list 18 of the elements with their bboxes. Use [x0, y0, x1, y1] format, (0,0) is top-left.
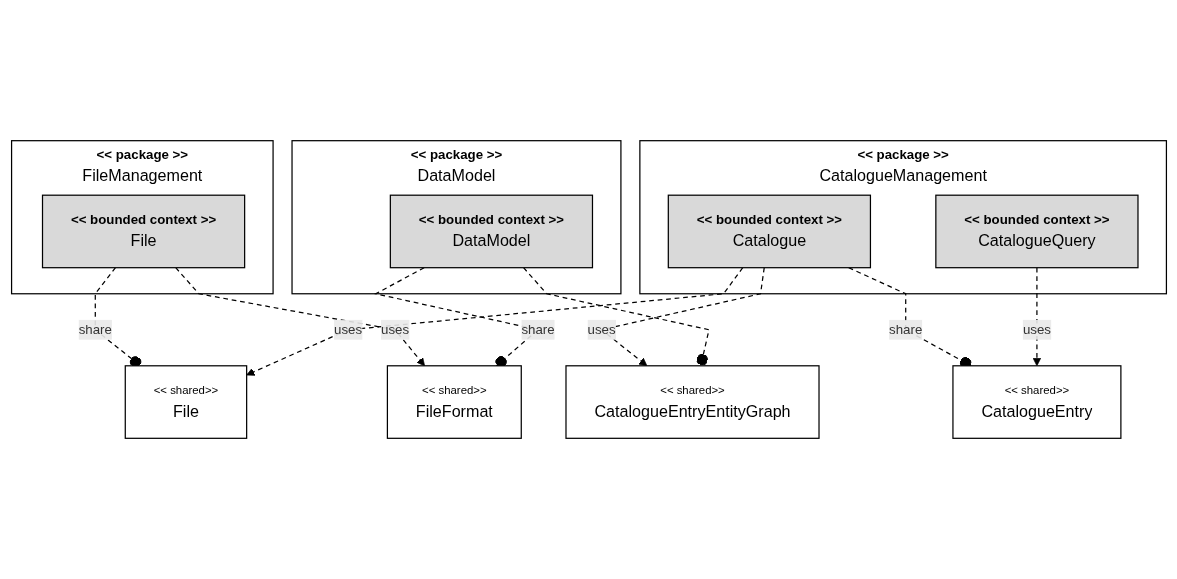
- arrow: [1032, 267, 1041, 367]
- edge-label: uses: [333, 321, 362, 337]
- edge-label: uses: [380, 321, 409, 337]
- node-box: << bounded context >> Catalogue: [667, 194, 871, 269]
- node-box: << shared>> CatalogueEntryEntityGraph: [564, 365, 820, 439]
- edge-label: uses: [587, 321, 616, 337]
- node-box: << bounded context >> DataModel: [389, 194, 593, 269]
- arrow: [174, 267, 425, 367]
- node-box: << bounded context >> File: [41, 194, 245, 269]
- connector: [522, 267, 710, 367]
- edge-label: share: [520, 321, 555, 337]
- edge-label: share: [888, 321, 922, 337]
- edge-label: share: [78, 321, 112, 337]
- edge-label: uses: [1022, 321, 1051, 337]
- node-box: << shared>> FileFormat: [386, 365, 522, 439]
- node-box: << shared>> CatalogueEntry: [951, 365, 1121, 439]
- node-box: << shared>> File: [124, 365, 247, 439]
- node-box: << bounded context >> CatalogueQuery: [934, 194, 1139, 269]
